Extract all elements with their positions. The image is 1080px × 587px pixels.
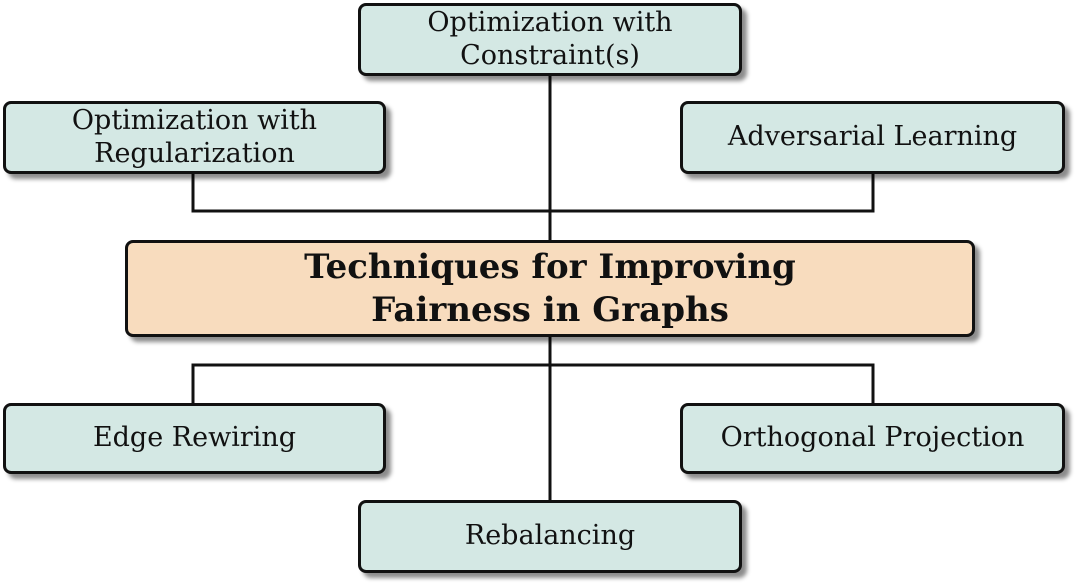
node-label: Rebalancing bbox=[464, 520, 636, 552]
connector-top-branches bbox=[191, 174, 875, 213]
node-label: Optimization with Constraint(s) bbox=[427, 7, 673, 71]
node-label: Edge Rewiring bbox=[92, 422, 297, 454]
node-label: Optimization with Regularization bbox=[71, 105, 318, 169]
node-label: Orthogonal Projection bbox=[720, 422, 1025, 454]
node-label: Adversarial Learning bbox=[727, 121, 1018, 153]
node-edge-rewiring: Edge Rewiring bbox=[3, 403, 386, 474]
central-node: Techniques for Improving Fairness in Gra… bbox=[125, 240, 975, 337]
node-adversarial-learning: Adversarial Learning bbox=[680, 101, 1065, 174]
node-optimization-regularization: Optimization with Regularization bbox=[3, 101, 386, 174]
node-optimization-constraint: Optimization with Constraint(s) bbox=[358, 3, 742, 76]
connector-bottom-branches bbox=[191, 363, 875, 403]
central-node-title: Techniques for Improving Fairness in Gra… bbox=[304, 247, 796, 330]
node-orthogonal-projection: Orthogonal Projection bbox=[680, 403, 1065, 474]
node-rebalancing: Rebalancing bbox=[358, 500, 742, 573]
